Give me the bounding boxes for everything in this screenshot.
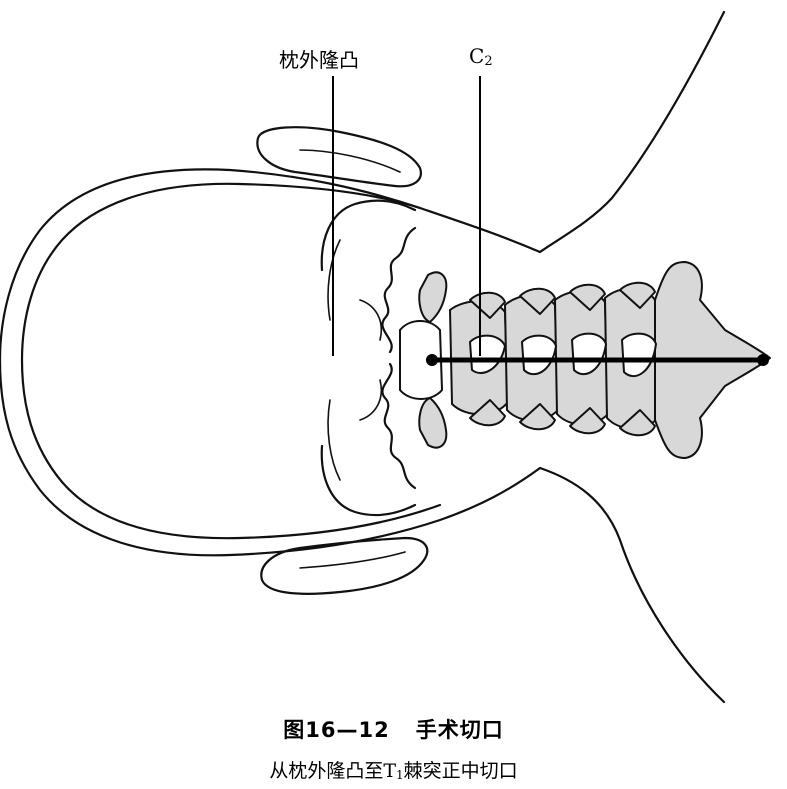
incision-line (426, 354, 769, 366)
neck-outline (538, 10, 726, 704)
occipital-bone (359, 226, 417, 490)
figure-caption-title: 图16—12 手术切口 (0, 714, 787, 744)
figure-title: 手术切口 (415, 718, 504, 742)
label-occipital-protuberance: 枕外隆凸 (279, 44, 359, 73)
head-outline (0, 168, 542, 557)
label-c2-subscript: 2 (484, 54, 493, 69)
caption-sub-index: 1 (396, 768, 404, 782)
figure-number: 图16—12 (283, 718, 390, 742)
ear-icon (260, 536, 429, 595)
label-c2: C2 (469, 44, 493, 69)
label-c2-letter: C (469, 44, 485, 68)
ear-icon (256, 126, 422, 188)
caption-sub-before: 从枕外隆凸至T (269, 760, 397, 782)
label-occipital-text: 枕外隆凸 (279, 48, 359, 72)
figure-caption-subtitle: 从枕外隆凸至T1棘突正中切口 (0, 756, 787, 783)
caption-sub-after: 棘突正中切口 (403, 760, 518, 782)
leader-lines (332, 76, 481, 356)
